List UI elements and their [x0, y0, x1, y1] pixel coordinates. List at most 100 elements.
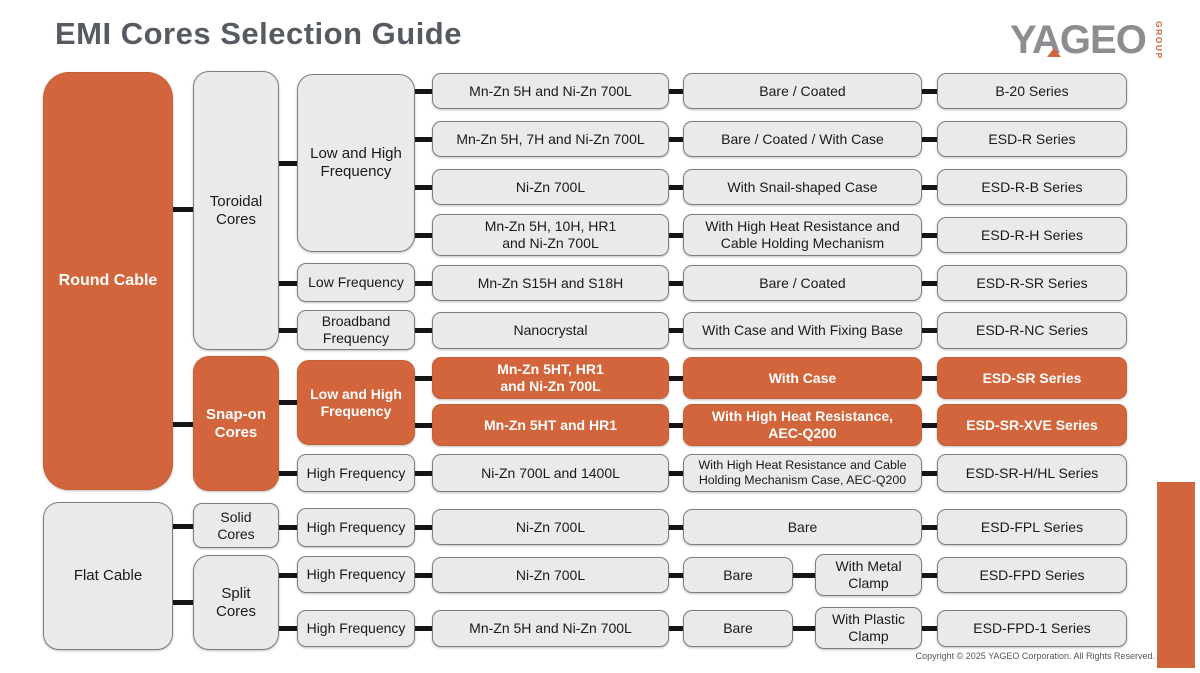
series-box: ESD-SR-H/HL Series [937, 454, 1127, 492]
node-frequency: Low Frequency [297, 263, 415, 302]
node-frequency: Low and High Frequency [297, 74, 415, 252]
connector-line [412, 281, 435, 286]
material-box: Mn-Zn 5H and Ni-Zn 700L [432, 610, 669, 647]
case-box: Bare [683, 610, 793, 647]
connector-line [666, 137, 686, 142]
connector-line [666, 185, 686, 190]
case-box: Bare [683, 509, 922, 545]
material-box: Mn-Zn 5HT, HR1 and Ni-Zn 700L [432, 357, 669, 399]
connector-line [412, 89, 435, 94]
material-box: Mn-Zn 5H, 10H, HR1 and Ni-Zn 700L [432, 214, 669, 256]
material-box: Mn-Zn 5HT and HR1 [432, 404, 669, 446]
connector-line [919, 281, 940, 286]
material-box: Ni-Zn 700L [432, 169, 669, 205]
node-toroidal-cores: Toroidal Cores [193, 71, 279, 350]
connector-line [170, 422, 196, 427]
series-box: ESD-FPL Series [937, 509, 1127, 545]
connector-line [919, 376, 940, 381]
connector-line [412, 525, 435, 530]
connector-line [412, 573, 435, 578]
case-box: With Case [683, 357, 922, 399]
connector-line [666, 281, 686, 286]
connector-line [412, 137, 435, 142]
case-box: With Snail-shaped Case [683, 169, 922, 205]
connector-line [666, 89, 686, 94]
connector-line [666, 376, 686, 381]
node-round-cable: Round Cable [43, 72, 173, 490]
series-box: ESD-R-SR Series [937, 265, 1127, 301]
connector-line [919, 137, 940, 142]
connector-line [919, 471, 940, 476]
connector-line [170, 600, 196, 605]
connector-line [666, 471, 686, 476]
series-box: B-20 Series [937, 73, 1127, 109]
material-box: Nanocrystal [432, 312, 669, 349]
material-box: Ni-Zn 700L and 1400L [432, 454, 669, 492]
case-box: Bare / Coated / With Case [683, 121, 922, 157]
node-snap-on-cores: Snap-on Cores [193, 356, 279, 491]
connector-line [919, 626, 940, 631]
connector-line [666, 233, 686, 238]
connector-line [666, 328, 686, 333]
case-box: Bare / Coated [683, 265, 922, 301]
series-box: ESD-R Series [937, 121, 1127, 157]
connector-line [170, 524, 196, 529]
connector-line [412, 471, 435, 476]
series-box: ESD-R-H Series [937, 217, 1127, 253]
series-box: ESD-R-B Series [937, 169, 1127, 205]
node-split-cores: Split Cores [193, 555, 279, 650]
node-solid-cores: Solid Cores [193, 503, 279, 548]
case-box: With High Heat Resistance and Cable Hold… [683, 214, 922, 256]
connector-line [919, 525, 940, 530]
connector-line [412, 185, 435, 190]
connector-line [666, 423, 686, 428]
connector-line [790, 573, 818, 578]
connector-line [412, 423, 435, 428]
connector-line [276, 471, 300, 476]
accent-bar [1157, 482, 1195, 668]
connector-line [919, 573, 940, 578]
node-frequency: High Frequency [297, 508, 415, 547]
material-box: Mn-Zn 5H and Ni-Zn 700L [432, 73, 669, 109]
connector-line [276, 161, 300, 166]
yageo-logo: YAGEO [1010, 18, 1147, 62]
connector-line [412, 626, 435, 631]
series-box: ESD-R-NC Series [937, 312, 1127, 349]
node-flat-cable: Flat Cable [43, 502, 173, 650]
connector-line [919, 89, 940, 94]
series-box: ESD-SR-XVE Series [937, 404, 1127, 446]
connector-line [919, 185, 940, 190]
material-box: Ni-Zn 700L [432, 509, 669, 545]
connector-line [276, 400, 300, 405]
connector-line [666, 626, 686, 631]
connector-line [919, 328, 940, 333]
material-box: Mn-Zn 5H, 7H and Ni-Zn 700L [432, 121, 669, 157]
connector-line [666, 525, 686, 530]
material-box: Ni-Zn 700L [432, 557, 669, 593]
connector-line [919, 233, 940, 238]
node-frequency: High Frequency [297, 454, 415, 492]
connector-line [276, 281, 300, 286]
connector-line [170, 207, 196, 212]
connector-line [276, 626, 300, 631]
node-frequency: High Frequency [297, 610, 415, 647]
copyright-text: Copyright © 2025 YAGEO Corporation. All … [915, 651, 1155, 661]
connector-line [412, 328, 435, 333]
node-frequency: Broadband Frequency [297, 310, 415, 350]
connector-line [412, 233, 435, 238]
case-box: Bare / Coated [683, 73, 922, 109]
connector-line [666, 573, 686, 578]
connector-line [412, 376, 435, 381]
node-frequency: High Frequency [297, 556, 415, 593]
node-frequency: Low and High Frequency [297, 360, 415, 445]
connector-line [276, 525, 300, 530]
case-box: With Metal Clamp [815, 554, 922, 596]
series-box: ESD-FPD-1 Series [937, 610, 1127, 647]
case-box: With Case and With Fixing Base [683, 312, 922, 349]
connector-line [276, 328, 300, 333]
case-box: With High Heat Resistance and Cable Hold… [683, 454, 922, 492]
page-title: EMI Cores Selection Guide [55, 16, 462, 51]
series-box: ESD-SR Series [937, 357, 1127, 399]
connector-line [919, 423, 940, 428]
